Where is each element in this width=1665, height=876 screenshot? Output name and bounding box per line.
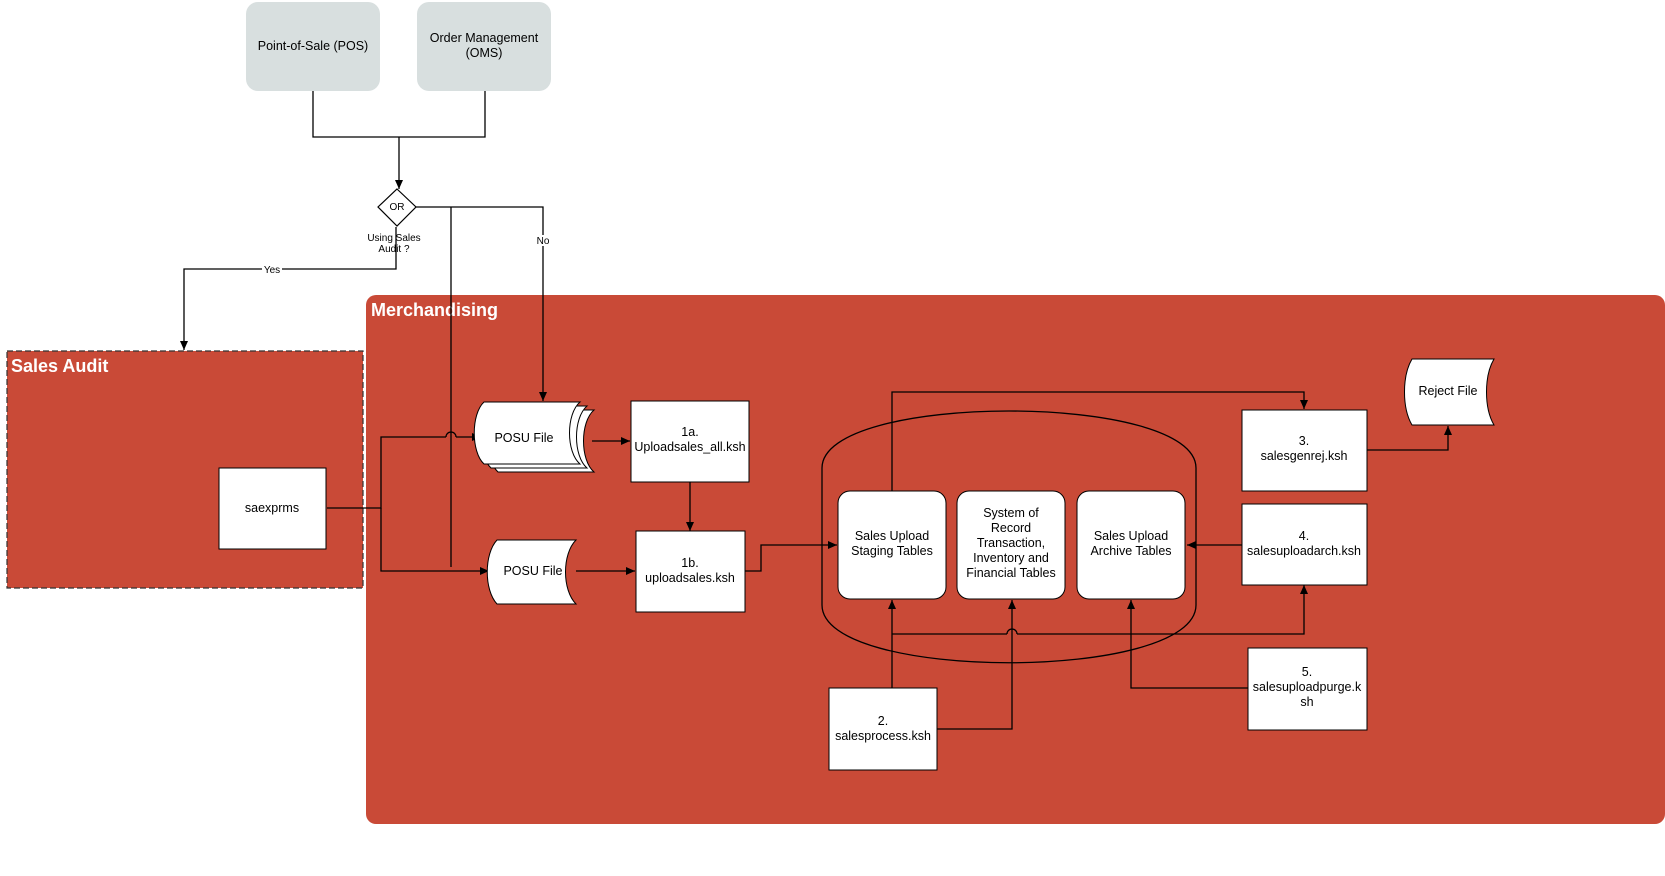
saexprms-node: saexprms xyxy=(218,467,327,550)
label-line: salesgenrej.ksh xyxy=(1261,449,1348,463)
posu-file-node: POSU File xyxy=(486,539,578,605)
node-label: 1b.uploadsales.ksh xyxy=(645,556,735,585)
label-line: 1a. xyxy=(681,425,698,439)
no-label-group: No xyxy=(534,235,552,247)
label-line: Record xyxy=(991,521,1031,535)
node-label: POSU File xyxy=(503,564,562,578)
salesprocess-node: 2.salesprocess.ksh xyxy=(828,687,938,771)
posu-file-multi-node: POSU File xyxy=(473,401,596,473)
connectors xyxy=(180,91,1452,730)
label-line: Audit ? xyxy=(378,244,410,255)
reject-file-node: Reject File xyxy=(1404,358,1495,426)
label-line: (OMS) xyxy=(466,46,503,60)
label-line: Sales Upload xyxy=(855,529,929,543)
label-line: Reject File xyxy=(1418,384,1477,398)
salesgenrej-node: 3.salesgenrej.ksh xyxy=(1241,409,1368,492)
label-line: Financial Tables xyxy=(966,566,1055,580)
label-line: 5. xyxy=(1302,665,1312,679)
node-label: 1a.Uploadsales_all.ksh xyxy=(634,425,745,454)
label-line: Transaction, xyxy=(977,536,1045,550)
node-label: Order Management(OMS) xyxy=(430,31,539,60)
label-line: 2. xyxy=(878,714,888,728)
pos-source-node: Point-of-Sale (POS) xyxy=(246,2,380,91)
node-label: 4.salesuploadarch.ksh xyxy=(1247,529,1361,558)
label-line: Sales Upload xyxy=(1094,529,1168,543)
sales-audit-title: Sales Audit xyxy=(11,356,108,376)
label-line: System of xyxy=(983,506,1039,520)
label-line: Point-of-Sale (POS) xyxy=(258,39,368,53)
node-label: saexprms xyxy=(245,501,299,515)
label-line: 1b. xyxy=(681,556,698,570)
or-label: OR xyxy=(390,202,405,213)
label-line: Order Management xyxy=(430,31,539,45)
label-line: 4. xyxy=(1299,529,1309,543)
label-line: Using Sales xyxy=(367,233,420,244)
label-line: Uploadsales_all.ksh xyxy=(634,440,745,454)
node-label: 2.salesprocess.ksh xyxy=(835,714,931,743)
label-line: salesuploadpurge.k xyxy=(1253,680,1362,694)
node-label: Point-of-Sale (POS) xyxy=(258,39,368,53)
uploadsales-all-node: 1a.Uploadsales_all.ksh xyxy=(630,400,750,483)
node-label: POSU File xyxy=(494,431,553,445)
label-line: saexprms xyxy=(245,501,299,515)
label-line: 3. xyxy=(1299,434,1309,448)
yes-label-group: Yes xyxy=(262,264,282,276)
label-line: Inventory and xyxy=(973,551,1049,565)
salesuploadarch-node: 4.salesuploadarch.ksh xyxy=(1241,503,1368,586)
label-line: POSU File xyxy=(503,564,562,578)
label-line: salesuploadarch.ksh xyxy=(1247,544,1361,558)
oms-source-node: Order Management(OMS) xyxy=(417,2,551,91)
no-label: No xyxy=(537,236,550,247)
database-cylinder xyxy=(821,410,1197,664)
uploadsales-node: 1b.uploadsales.ksh xyxy=(635,530,746,613)
yes-label: Yes xyxy=(264,265,280,276)
label-line: Staging Tables xyxy=(851,544,933,558)
label-line: sh xyxy=(1300,695,1313,709)
label-line: POSU File xyxy=(494,431,553,445)
label-line: Archive Tables xyxy=(1090,544,1171,558)
label-line: salesprocess.ksh xyxy=(835,729,931,743)
node-label: 3.salesgenrej.ksh xyxy=(1261,434,1348,463)
label-line: uploadsales.ksh xyxy=(645,571,735,585)
merchandising-title: Merchandising xyxy=(371,300,498,320)
node-label: Reject File xyxy=(1418,384,1477,398)
